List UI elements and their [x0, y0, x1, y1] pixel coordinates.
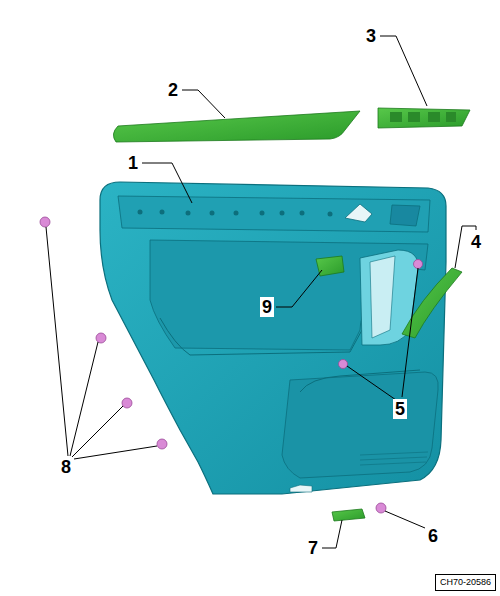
callout-number: 9 — [260, 297, 274, 317]
callout-number: 8 — [61, 458, 71, 476]
callout-number: 1 — [128, 154, 138, 172]
callout-number: 6 — [428, 527, 438, 545]
callout-number: 2 — [168, 81, 178, 99]
callout-number: 3 — [366, 27, 376, 45]
figure-id-box: CH70-20586 — [435, 574, 496, 591]
callout-number: 5 — [393, 399, 407, 419]
figure-id: CH70-20586 — [440, 577, 491, 588]
callout-number: 4 — [471, 233, 481, 251]
callout-number: 7 — [308, 539, 318, 557]
